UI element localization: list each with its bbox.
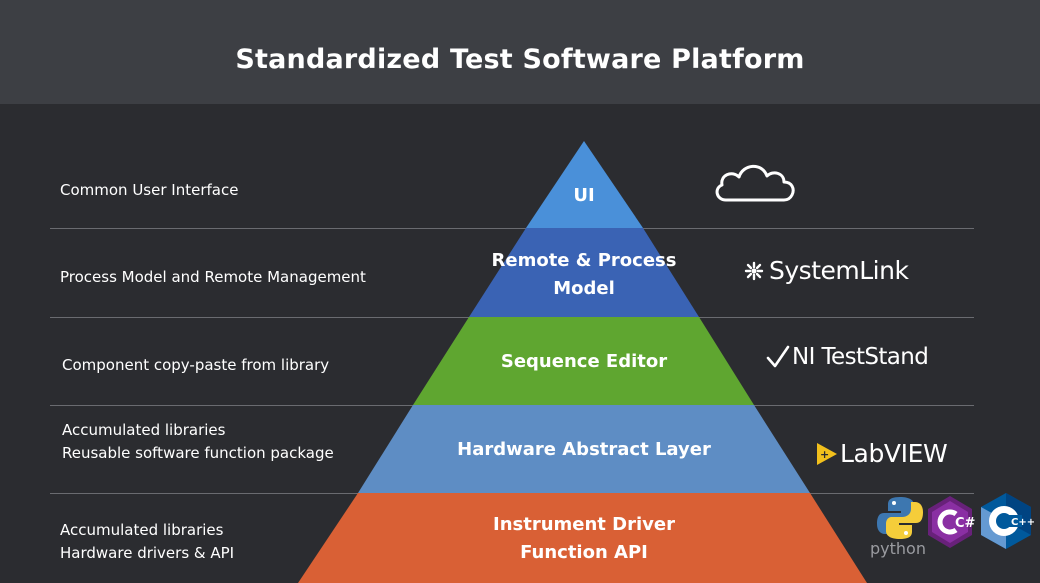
labview-logo: + LabVIEW	[816, 439, 948, 468]
row-divider	[50, 228, 974, 229]
layer-hal-shape	[358, 405, 810, 493]
layer-line: Hardware Abstract Layer	[457, 439, 711, 460]
csharp-icon: C#	[928, 496, 975, 548]
row-label-ui: Common User Interface	[60, 179, 380, 202]
layer-hal-label: Hardware Abstract Layer	[434, 436, 734, 464]
layer-line: UI	[573, 185, 595, 206]
cpp-text: C++	[1011, 517, 1034, 528]
layer-line: Remote & Process	[491, 250, 677, 271]
labview-text: LabVIEW	[840, 439, 948, 468]
systemlink-logo: SystemLink	[743, 256, 909, 285]
row-label-sequence: Component copy-paste from library	[62, 354, 382, 377]
row-label-line: Component copy-paste from library	[62, 356, 330, 374]
layer-remote-shape	[469, 228, 699, 317]
row-label-hal: Accumulated libraries Reusable software …	[62, 419, 382, 465]
layer-ui-label: UI	[534, 182, 634, 210]
row-label-line: Accumulated libraries	[60, 521, 224, 539]
layer-sequence-label: Sequence Editor	[474, 348, 694, 376]
layer-driver-label: Instrument Driver Function API	[464, 511, 704, 567]
systemlink-asterisk-icon	[744, 261, 764, 280]
row-label-line: Common User Interface	[60, 181, 239, 199]
teststand-logo: NI TestStand	[766, 344, 929, 370]
layer-line: Model	[553, 278, 615, 299]
layer-line: Instrument Driver	[493, 514, 675, 535]
layer-line: Function API	[520, 542, 648, 563]
row-label-line: Reusable software function package	[62, 444, 334, 462]
layer-ui-shape	[526, 141, 643, 228]
svg-text:+: +	[820, 448, 829, 461]
row-label-driver: Accumulated libraries Hardware drivers &…	[60, 519, 380, 565]
row-label-line: Process Model and Remote Management	[60, 268, 366, 286]
checkmark-icon	[766, 345, 790, 368]
python-logo: python	[870, 495, 930, 563]
python-icon	[877, 497, 923, 539]
csharp-text: C#	[955, 516, 975, 531]
row-label-line: Hardware drivers & API	[60, 544, 235, 562]
layer-remote-label: Remote & Process Model	[484, 247, 684, 303]
systemlink-text: SystemLink	[769, 256, 909, 285]
layer-driver-shape	[298, 493, 867, 583]
cpp-icon: C++	[981, 493, 1034, 549]
row-label-line: Accumulated libraries	[62, 421, 226, 439]
page-title: Standardized Test Software Platform	[235, 44, 805, 75]
labview-arrow-icon: +	[817, 442, 837, 465]
row-label-remote: Process Model and Remote Management	[60, 266, 380, 289]
python-text: python	[870, 539, 926, 558]
layer-sequence-shape	[413, 317, 754, 405]
teststand-text: NI TestStand	[792, 344, 929, 370]
layer-line: Sequence Editor	[500, 351, 668, 372]
cloud-icon	[715, 164, 795, 202]
title-bar	[0, 0, 1040, 104]
